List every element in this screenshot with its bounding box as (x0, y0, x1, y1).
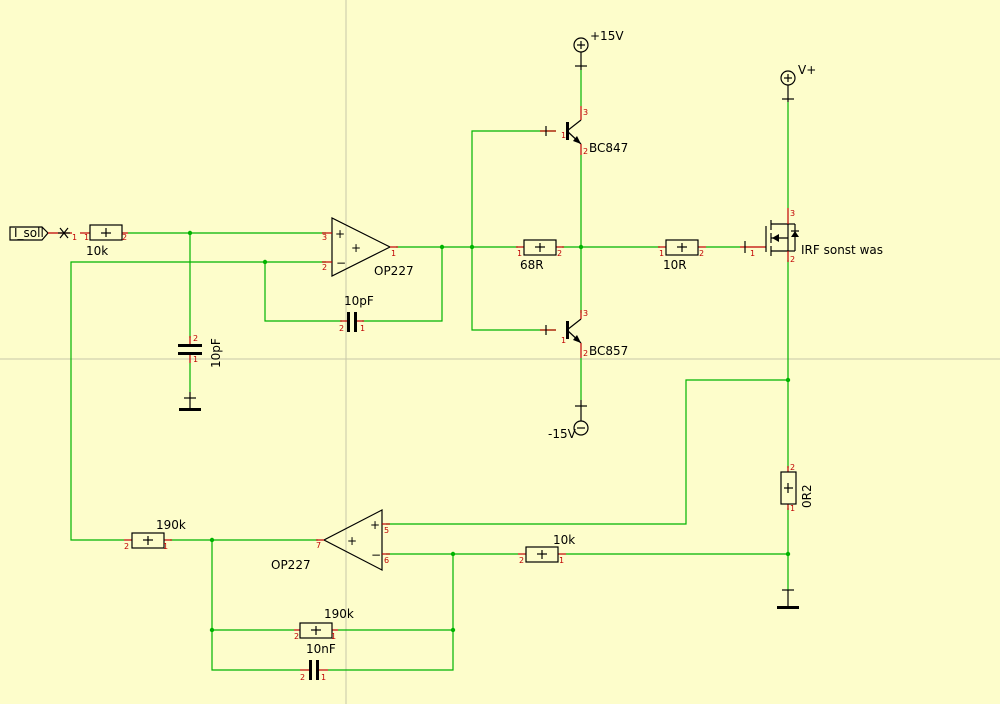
resistor-r-190k-a[interactable]: 2 1 190k (124, 518, 186, 551)
pin-number: 5 (384, 526, 389, 535)
pin-number: 2 (322, 263, 327, 272)
svg-text:+: + (335, 227, 345, 241)
pin-number: 2 (124, 542, 129, 551)
svg-text:+: + (351, 241, 361, 255)
pin-number: 2 (583, 349, 588, 358)
input-port-label: I_soll (14, 226, 44, 240)
pin-number: 1 (321, 673, 326, 682)
resistor-r-gate[interactable]: 1 2 10R (658, 239, 706, 272)
pin-number: 1 (750, 249, 755, 258)
supply-label: -15V (548, 427, 577, 441)
resistor-value: 0R2 (800, 484, 814, 508)
pin-number: 1 (561, 336, 566, 345)
capacitor-value: 10pF (344, 294, 374, 308)
opamp-name: OP227 (374, 264, 414, 278)
pin-number: 7 (316, 541, 321, 550)
wires[interactable] (70, 70, 789, 671)
resistor-r-base[interactable]: 1 2 68R (516, 239, 564, 272)
no-connect-icon (58, 227, 70, 239)
pin-number: 1 (517, 249, 522, 258)
pin-number: 1 (561, 131, 566, 140)
resistor-value: 190k (156, 518, 186, 532)
pin-number: 1 (391, 249, 396, 258)
pin-number: 3 (583, 108, 588, 117)
resistor-r-in[interactable]: 1 1 2 10k (72, 224, 128, 258)
pin-number: 2 (583, 147, 588, 156)
pin-number: 2 (790, 255, 795, 264)
transistor-npn[interactable]: 3 1 2 BC847 (540, 106, 628, 156)
pin-number: 1 (163, 542, 168, 551)
opamp-bottom[interactable]: + − + 5 6 7 OP227 (271, 509, 390, 572)
pin-number: 3 (790, 209, 795, 218)
capacitor-value: 10nF (306, 642, 336, 656)
supply-label: +15V (590, 29, 624, 43)
pin-number: 1 (84, 233, 89, 242)
pin-number: 1 (659, 249, 664, 258)
pin-number: 1 (193, 355, 198, 364)
transistor-name: BC847 (589, 141, 628, 155)
opamp-name: OP227 (271, 558, 311, 572)
pin-number: 2 (699, 249, 704, 258)
transistor-pnp[interactable]: 3 1 2 BC857 (540, 309, 628, 358)
input-port[interactable]: I_soll (9, 226, 72, 241)
opamp-top[interactable]: + − + 3 2 1 OP227 (322, 217, 414, 278)
resistor-value: 10R (663, 258, 687, 272)
supply-neg15[interactable]: -15V (548, 400, 589, 441)
supply-pos15[interactable]: +15V (573, 29, 624, 70)
svg-text:+: + (347, 534, 357, 548)
capacitor-value: 10pF (209, 338, 223, 368)
capacitor-c-filter[interactable]: 2 1 10pF (178, 334, 223, 368)
svg-text:+: + (370, 518, 380, 532)
pin-number: 2 (122, 233, 127, 242)
pin-number: 2 (300, 673, 305, 682)
transistor-mosfet[interactable]: 3 1 2 IRF sonst was (740, 208, 883, 264)
ground-icon (179, 392, 201, 411)
pin-number: 1 (790, 504, 795, 513)
pin-number: 6 (384, 556, 389, 565)
transistor-name: IRF sonst was (801, 243, 883, 257)
capacitor-c-fb-top[interactable]: 2 1 10pF (339, 294, 374, 333)
pin-number: 3 (583, 309, 588, 318)
pin-number: 2 (790, 463, 795, 472)
ground-icon (777, 589, 799, 609)
pin-number: 2 (557, 249, 562, 258)
resistor-r-fb-in[interactable]: 2 1 10k (518, 533, 575, 565)
svg-text:−: − (336, 256, 346, 270)
resistor-value: 68R (520, 258, 544, 272)
junctions (187, 230, 791, 633)
supply-vplus[interactable]: V+ (780, 63, 816, 102)
pin-number: 1 (360, 324, 365, 333)
pin-number: 1 (559, 556, 564, 565)
resistor-value: 10k (553, 533, 575, 547)
resistor-r-shunt[interactable]: 2 1 0R2 (780, 463, 814, 513)
pin-number: 2 (193, 334, 198, 343)
resistor-value: 190k (324, 607, 354, 621)
supply-label: V+ (798, 63, 816, 77)
capacitor-c-fb-bottom[interactable]: 2 1 10nF (300, 642, 336, 682)
resistor-value: 10k (86, 244, 108, 258)
pin-number: 1 (72, 233, 77, 242)
pin-number: 2 (294, 632, 299, 641)
pin-number: 2 (339, 324, 344, 333)
pin-number: 2 (519, 556, 524, 565)
transistor-name: BC857 (589, 344, 628, 358)
svg-text:−: − (371, 548, 381, 562)
pin-number: 1 (331, 632, 336, 641)
pin-number: 3 (322, 233, 327, 242)
resistor-r-190k-b[interactable]: 2 1 190k (294, 607, 354, 641)
